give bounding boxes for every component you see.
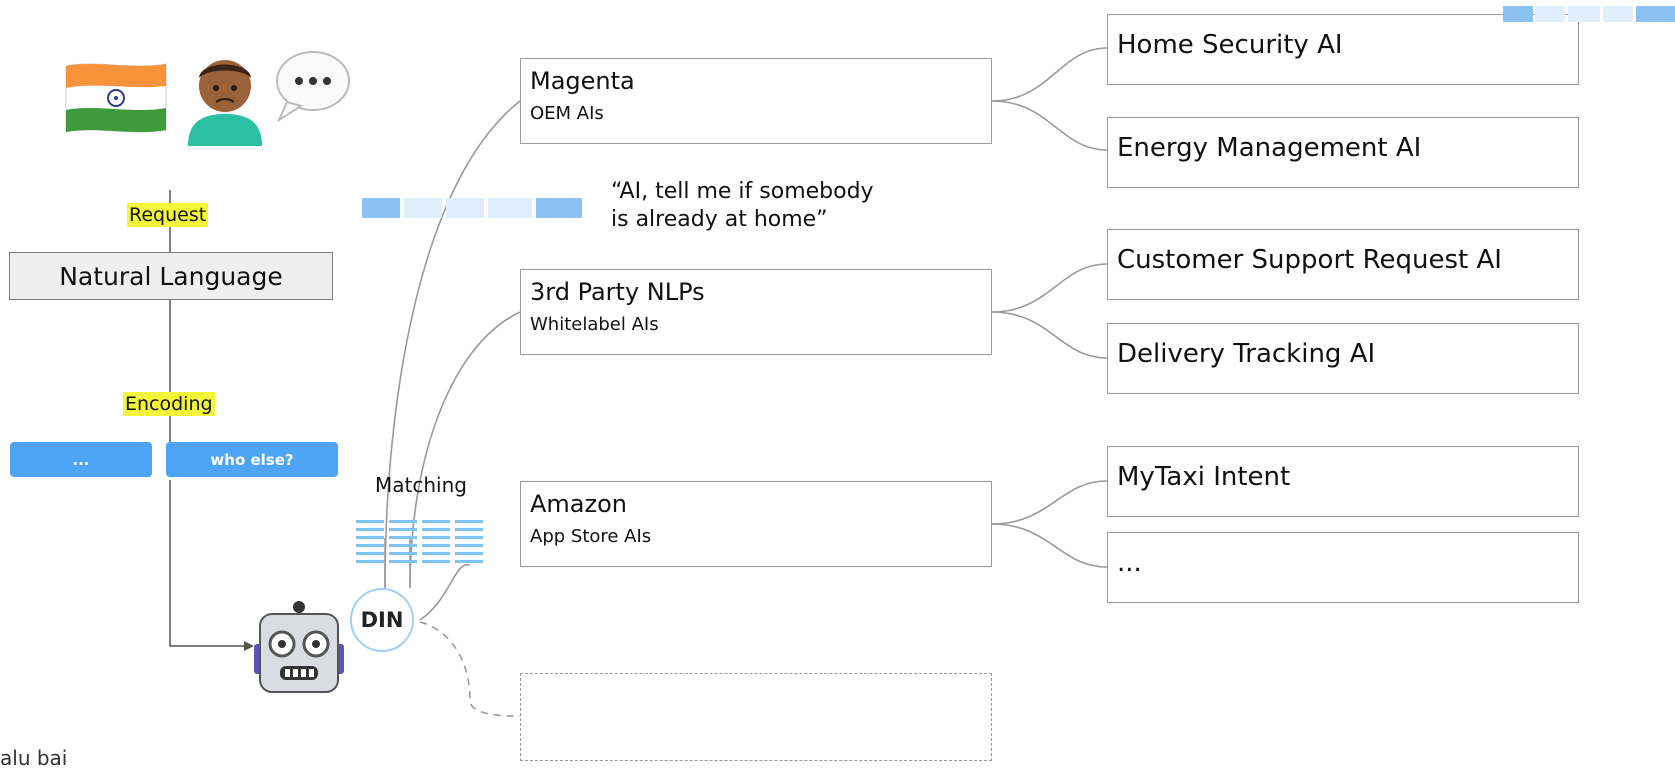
leaf-delivery-tracking: Delivery Tracking AI [1107, 323, 1579, 394]
request-label: Request [127, 203, 209, 227]
provider-subtitle: OEM AIs [530, 103, 604, 124]
provider-subtitle: App Store AIs [530, 526, 652, 547]
leaf-energy-management: Energy Management AI [1107, 117, 1579, 188]
provider-placeholder [520, 673, 992, 761]
provider-title: 3rd Party NLPs [530, 278, 705, 306]
robot-icon [254, 600, 344, 694]
din-node: DIN [350, 588, 414, 652]
leaf-mytaxi: MyTaxi Intent [1107, 446, 1579, 517]
encoding-label: Encoding [123, 392, 215, 416]
leaf-home-security: Home Security AI [1107, 14, 1579, 85]
token-pill: ... [10, 442, 152, 477]
provider-subtitle: Whitelabel AIs [530, 314, 659, 335]
leaf-customer-support: Customer Support Request AI [1107, 229, 1579, 300]
cut-off-text: alu bai [0, 746, 68, 770]
matching-label: Matching [375, 473, 467, 497]
provider-3rd-party: 3rd Party NLPs Whitelabel AIs [520, 269, 992, 355]
provider-magenta: Magenta OEM AIs [520, 58, 992, 144]
example-query: “AI, tell me if somebody is already at h… [611, 179, 874, 232]
leaf-more: ... [1107, 532, 1579, 603]
provider-title: Amazon [530, 490, 627, 518]
person-frowning-icon [182, 52, 268, 146]
provider-title: Magenta [530, 67, 635, 95]
token-pill: who else? [166, 442, 338, 477]
india-flag-icon [64, 60, 168, 134]
speech-bubble-icon [273, 48, 353, 124]
provider-amazon: Amazon App Store AIs [520, 481, 992, 567]
natural-language-box: Natural Language [9, 252, 333, 300]
